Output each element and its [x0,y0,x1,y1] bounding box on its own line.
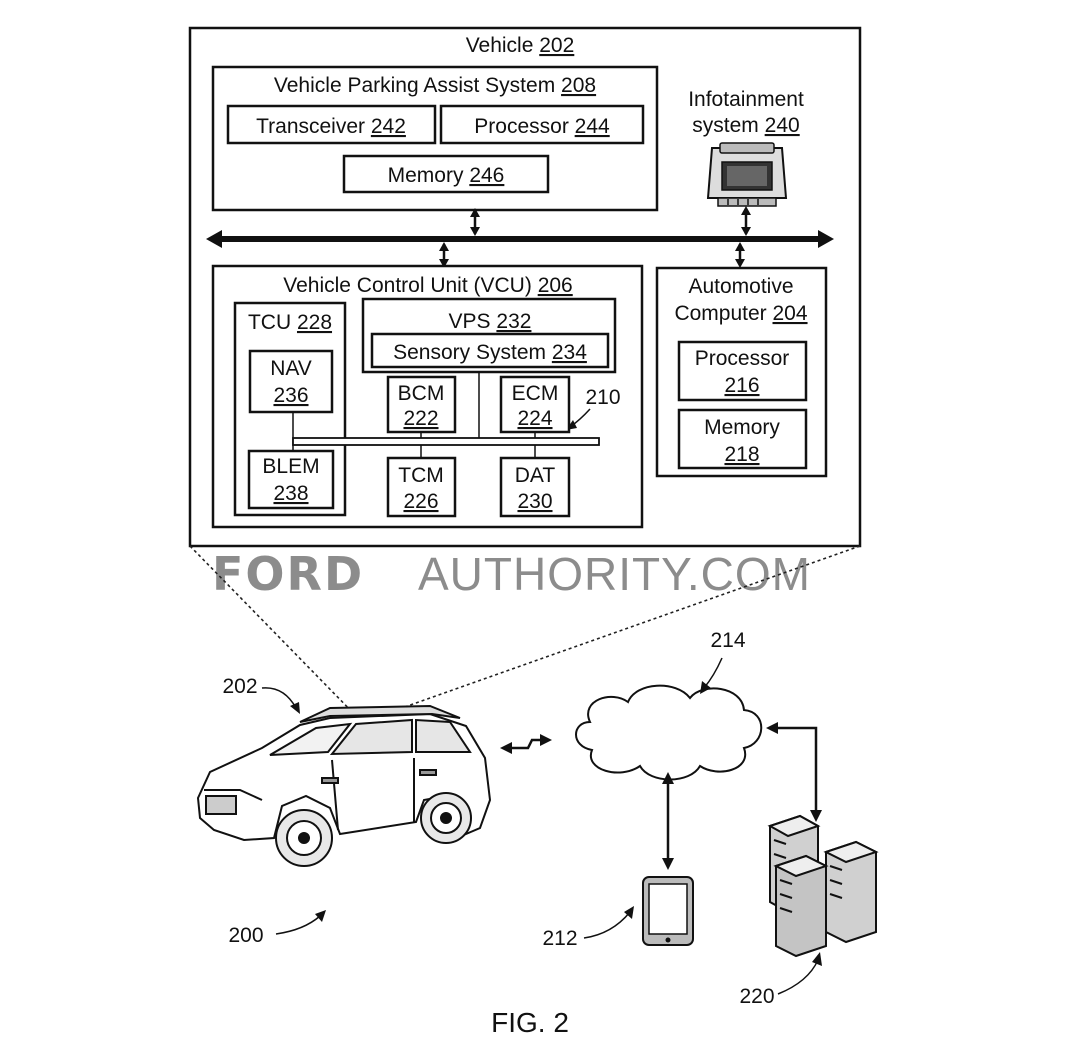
vcu-title: Vehicle Control Unit (VCU) 206 [283,274,572,297]
processor-244-label: Processor 244 [474,115,610,138]
vehicle-title: Vehicle 202 [466,34,575,57]
network-cloud-icon [575,684,763,781]
network-ref-arrow [703,657,723,689]
vehicle-car-icon [196,704,492,867]
dat-box [499,456,571,518]
processor-216-box [677,340,808,402]
nav-ref: 236 [273,384,308,407]
internal-bus [292,437,600,446]
memory-218-box [677,408,808,470]
processor-244-box [439,104,645,145]
bus-ref-label: 210 [585,386,620,409]
figure-label: FIG. 2 [491,1007,569,1038]
zoom-line-left [189,545,363,723]
nav-label: NAV [270,357,312,380]
automotive-computer-label-1: Automotive [688,275,793,298]
parking-assist-title: Vehicle Parking Assist System 208 [274,74,596,97]
tcu-label: TCU 228 [248,311,332,334]
processor-216-ref: 216 [724,374,759,397]
system-ref-arrow [275,915,321,935]
mobile-ref-arrow [583,911,631,939]
sensory-system-box [370,332,610,369]
transceiver-label: Transceiver 242 [256,115,406,138]
bcm-ref: 222 [403,407,438,430]
watermark-brand: FORD [212,547,364,601]
tcm-label: TCM [398,464,444,487]
automotive-computer-label-2: Computer 204 [674,302,807,325]
servers-ref-arrow [777,959,819,995]
nav-box [248,349,334,414]
ecm-label: ECM [512,382,559,405]
infotainment: Infotainment system 240 [688,88,804,207]
sensory-system-label: Sensory System 234 [393,341,587,364]
server-rack-icon [767,814,879,958]
infotainment-unit-icon [706,142,788,207]
watermark-domain: AUTHORITY.COM [418,548,811,600]
watermark: FORD AUTHORITY.COM [212,547,811,601]
wireless-link-icon [500,734,552,754]
ecm-box [499,375,571,434]
automotive-computer-box: Automotive Computer 204 Processor 216 Me… [655,266,828,478]
mobile-device-icon [642,876,694,946]
dat-ref: 230 [517,490,552,513]
parking-assist-box: Vehicle Parking Assist System 208 Transc… [211,65,659,212]
vehicle-bus [206,206,834,268]
dat-label: DAT [515,464,556,487]
vehicle-ref-arrow [261,687,297,709]
cloud-server-link [776,726,818,812]
tcm-ref: 226 [403,490,438,513]
transceiver-box [226,104,437,145]
memory-218-ref: 218 [724,443,759,466]
vehicle-ref-label: 202 [222,675,257,698]
vcu-box: Vehicle Control Unit (VCU) 206 TCU 228 N… [211,264,644,529]
bcm-label: BCM [398,382,445,405]
blem-ref: 238 [273,482,308,505]
blem-label: BLEM [262,455,319,478]
ecm-ref: 224 [517,407,552,430]
vps-label: VPS 232 [449,310,532,333]
infotainment-label-1: Infotainment [688,88,804,111]
processor-216-label: Processor [695,347,790,370]
servers-ref-label: 220 [739,985,774,1008]
bcm-box [386,375,457,434]
infotainment-label-2: system 240 [692,114,799,137]
memory-246-label: Memory 246 [388,164,505,187]
blem-box [247,449,335,510]
tcm-box [386,456,457,518]
zoom-line-right [361,545,861,723]
memory-218-label: Memory [704,416,780,439]
mobile-ref-label: 212 [542,927,577,950]
system-ref-label: 200 [228,924,263,947]
memory-246-box [342,154,550,194]
network-ref-label: 214 [710,629,745,652]
